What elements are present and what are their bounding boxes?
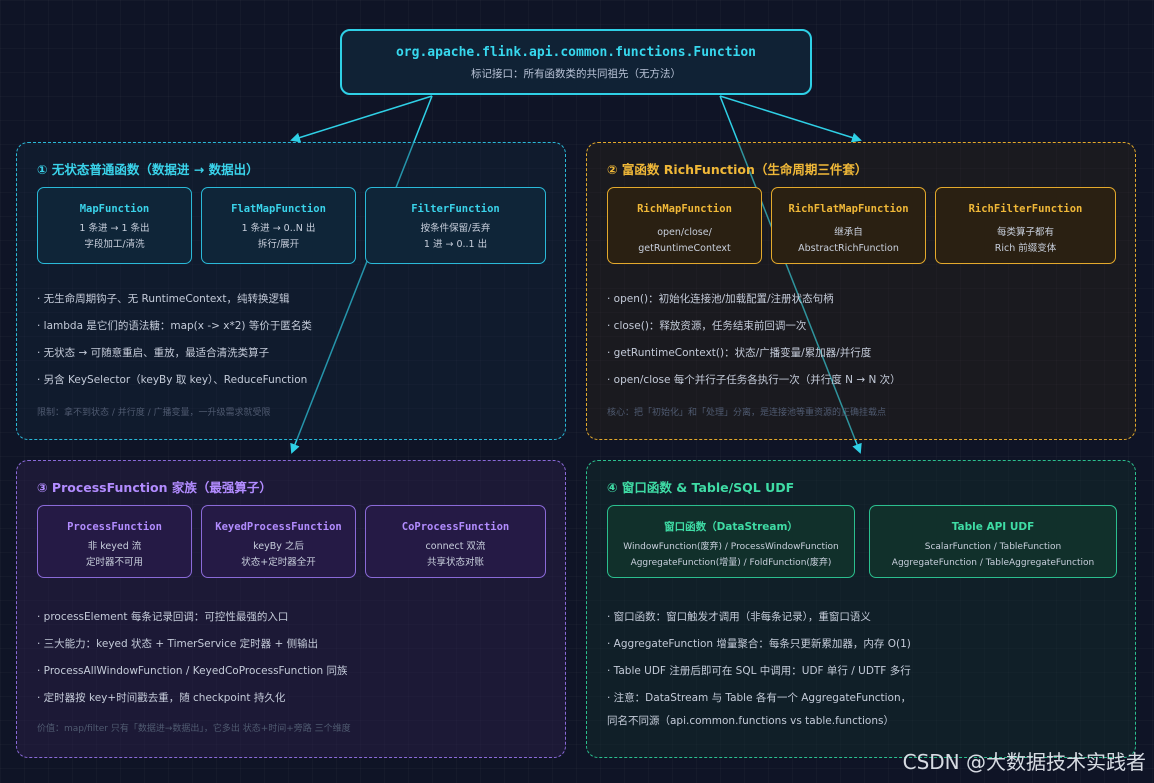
card-rich-map-function: RichMapFunction open/close/ getRuntimeCo…: [607, 187, 762, 264]
card-name: MapFunction: [79, 203, 150, 215]
card-line: 非 keyed 流: [87, 541, 142, 552]
bullet-list: · 无生命周期钩子、无 RuntimeContext，纯转换逻辑 · lambd…: [37, 291, 312, 399]
card-line: ScalarFunction / TableFunction: [924, 542, 1062, 552]
card-map-function: MapFunction 1 条进 → 1 条出 字段加工/清洗: [37, 187, 192, 264]
card-window-functions: 窗口函数（DataStream） WindowFunction(废弃) / Pr…: [607, 505, 855, 578]
card-line: 1 条进 → 1 条出: [79, 223, 150, 234]
card-coprocess-function: CoProcessFunction connect 双流 共享状态对账: [365, 505, 546, 578]
card-line: 定时器不可用: [85, 557, 143, 568]
bullet-item: · 三大能力：keyed 状态 + TimerService 定时器 + 侧输出: [37, 638, 319, 650]
card-name: ProcessFunction: [67, 521, 162, 533]
card-line: AbstractRichFunction: [798, 243, 899, 254]
card-line: 共享状态对账: [426, 557, 484, 568]
bullet-item: 同名不同源（api.common.functions vs table.func…: [607, 715, 894, 727]
watermark: CSDN @大数据技术实践者: [902, 750, 1146, 774]
card-flatmap-function: FlatMapFunction 1 条进 → 0..N 出 拆行/展开: [201, 187, 356, 264]
card-line: getRuntimeContext: [638, 243, 731, 254]
card-keyed-process-function: KeyedProcessFunction keyBy 之后 状态+定时器全开: [201, 505, 356, 578]
card-name: KeyedProcessFunction: [215, 521, 342, 533]
card-filter-function: FilterFunction 按条件保留/丢弃 1 进 → 0..1 出: [365, 187, 546, 264]
bullet-list: · open()：初始化连接池/加载配置/注册状态句柄 · close()：释放…: [607, 291, 901, 399]
card-name: CoProcessFunction: [401, 521, 510, 533]
bullet-item: · 无生命周期钩子、无 RuntimeContext，纯转换逻辑: [37, 293, 290, 305]
panel-note: 价值：map/filter 只有「数据进→数据出」，它多出 状态+时间+旁路 三…: [37, 724, 351, 734]
panel-note: 限制：拿不到状态 / 并行度 / 广播变量，一升级需求就受限: [37, 408, 271, 418]
bullet-item: · 另含 KeySelector（keyBy 取 key）、ReduceFunc…: [37, 374, 308, 386]
bullet-item: · ProcessAllWindowFunction / KeyedCoProc…: [37, 665, 348, 677]
card-line: Rich 前缀变体: [994, 243, 1057, 254]
arrow-to-stateless: [290, 95, 433, 143]
card-line: 字段加工/清洗: [84, 239, 145, 250]
card-line: AggregateFunction / TableAggregateFuncti…: [891, 558, 1095, 568]
card-line: open/close/: [657, 227, 712, 238]
card-line: 1 条进 → 0..N 出: [241, 223, 316, 234]
card-line: AggregateFunction(增量) / FoldFunction(废弃): [630, 558, 832, 568]
card-line: 拆行/展开: [257, 239, 300, 250]
card-line: 1 进 → 0..1 出: [423, 239, 488, 250]
card-name: 窗口函数（DataStream）: [664, 521, 798, 533]
arrow-to-process: [290, 95, 433, 454]
panel-title: ② 富函数 RichFunction（生命周期三件套）: [607, 162, 868, 177]
card-line: 状态+定时器全开: [241, 557, 316, 568]
bullet-item: · AggregateFunction 增量聚合：每条只更新累加器，内存 O(1…: [607, 638, 911, 650]
panel-title: ④ 窗口函数 & Table/SQL UDF: [607, 480, 795, 495]
card-line: connect 双流: [425, 541, 486, 552]
card-line: keyBy 之后: [253, 541, 304, 552]
panel-process-functions: ③ ProcessFunction 家族（最强算子） ProcessFuncti…: [16, 460, 566, 758]
bullet-item: · open()：初始化连接池/加载配置/注册状态句柄: [607, 293, 834, 305]
card-line: 继承自: [834, 227, 863, 238]
card-rich-flatmap-function: RichFlatMapFunction 继承自 AbstractRichFunc…: [771, 187, 926, 264]
panel-window-table-udf: ④ 窗口函数 & Table/SQL UDF 窗口函数（DataStream） …: [586, 460, 1136, 758]
bullet-list: · processElement 每条记录回调：可控性最强的入口 · 三大能力：…: [37, 609, 348, 717]
panel-note: 核心：把「初始化」和「处理」分离，是连接池等重资源的正确挂载点: [607, 408, 887, 418]
bullet-item: · 定时器按 key+时间戳去重，随 checkpoint 持久化: [37, 692, 286, 704]
card-table-api-udf: Table API UDF ScalarFunction / TableFunc…: [869, 505, 1117, 578]
bullet-item: · 注意：DataStream 与 Table 各有一个 AggregateFu…: [607, 692, 912, 704]
bullet-item: · processElement 每条记录回调：可控性最强的入口: [37, 611, 289, 623]
bullet-item: · lambda 是它们的语法糖：map(x -> x*2) 等价于匿名类: [37, 320, 312, 332]
card-name: RichFilterFunction: [968, 203, 1083, 215]
panel-stateless-functions: ① 无状态普通函数（数据进 → 数据出） MapFunction 1 条进 → …: [16, 142, 566, 440]
panel-title: ③ ProcessFunction 家族（最强算子）: [37, 480, 272, 495]
bullet-item: · close()：释放资源，任务结束前回调一次: [607, 320, 807, 332]
root-interface-node: org.apache.flink.api.common.functions.Fu…: [340, 29, 812, 95]
root-subtitle: 标记接口：所有函数类的共同祖先（无方法）: [471, 68, 681, 80]
card-line: WindowFunction(废弃) / ProcessWindowFuncti…: [623, 542, 839, 552]
root-title: org.apache.flink.api.common.functions.Fu…: [395, 45, 757, 60]
card-line: 按条件保留/丢弃: [420, 223, 491, 234]
card-name: Table API UDF: [951, 521, 1035, 533]
bullet-item: · getRuntimeContext()：状态/广播变量/累加器/并行度: [607, 347, 872, 359]
bullet-item: · 无状态 → 可随意重启、重放，最适合清洗类算子: [37, 347, 270, 359]
panel-rich-functions: ② 富函数 RichFunction（生命周期三件套） RichMapFunct…: [586, 142, 1136, 440]
arrow-to-rich: [719, 95, 862, 143]
card-name: RichMapFunction: [637, 203, 732, 215]
card-rich-filter-function: RichFilterFunction 每类算子都有 Rich 前缀变体: [935, 187, 1116, 264]
arrow-to-window: [719, 95, 862, 454]
bullet-item: · open/close 每个并行子任务各执行一次（并行度 N → N 次）: [607, 374, 901, 386]
bullet-item: · 窗口函数：窗口触发才调用（非每条记录），重窗口语义: [607, 611, 871, 623]
bullet-list: · 窗口函数：窗口触发才调用（非每条记录），重窗口语义 · AggregateF…: [607, 609, 911, 740]
card-process-function: ProcessFunction 非 keyed 流 定时器不可用: [37, 505, 192, 578]
card-name: FilterFunction: [411, 203, 500, 215]
card-name: RichFlatMapFunction: [788, 203, 909, 215]
bullet-item: · Table UDF 注册后即可在 SQL 中调用：UDF 单行 / UDTF…: [607, 665, 911, 677]
card-name: FlatMapFunction: [231, 203, 326, 215]
panel-title: ① 无状态普通函数（数据进 → 数据出）: [37, 162, 259, 177]
card-line: 每类算子都有: [996, 227, 1054, 238]
